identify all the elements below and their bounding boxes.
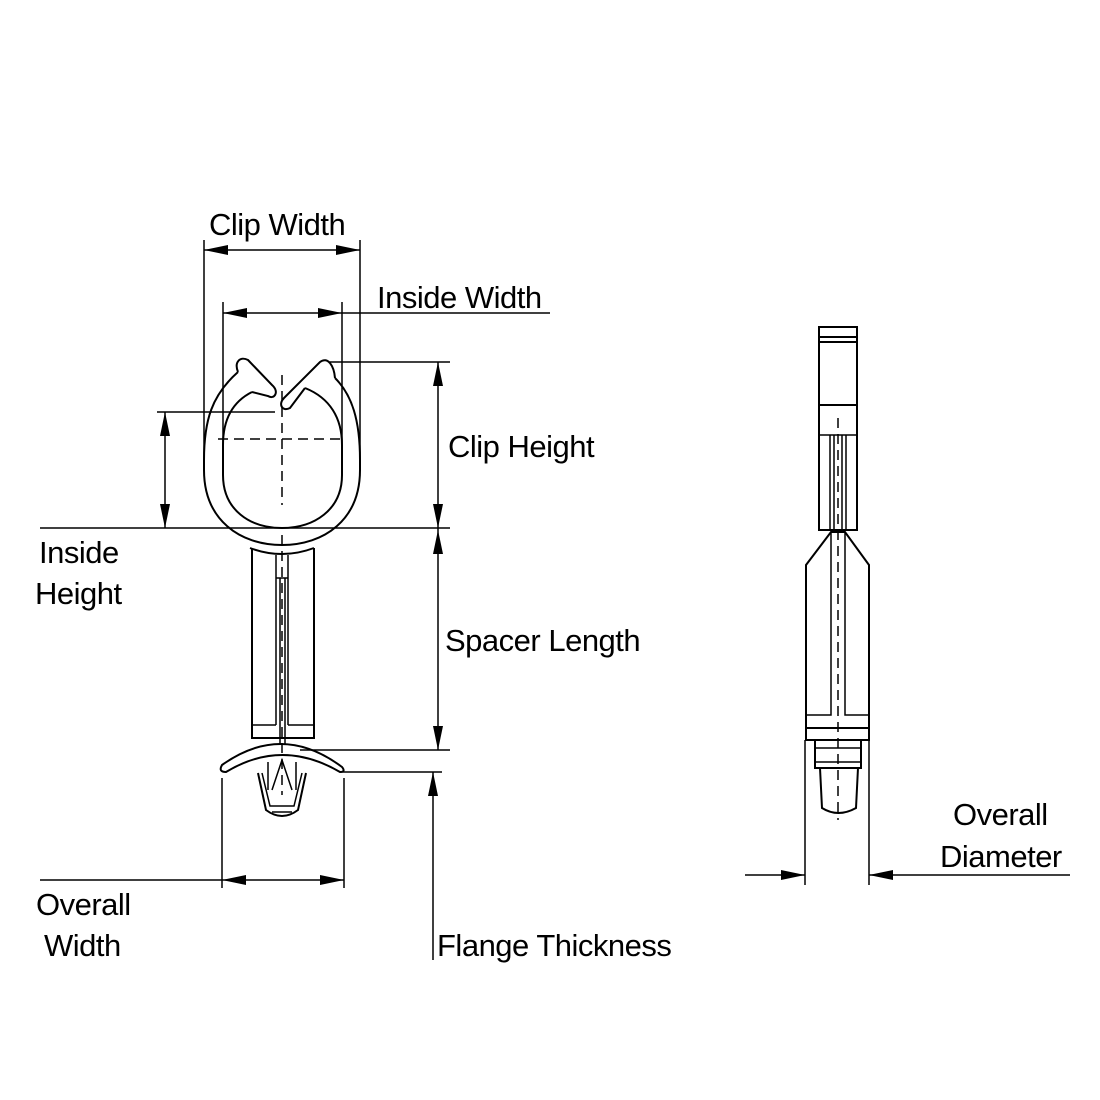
inside-width-dimension [222,302,550,450]
front-view-arrowhead [257,757,307,817]
overall-width-dimension [40,778,345,888]
inside-height-dimension [40,411,450,529]
overall-width-label-line1: Overall [36,887,131,922]
overall-width-label-line2: Width [44,928,121,963]
flange-thickness-dimension [340,771,442,960]
overall-diameter-dimension [745,740,1070,885]
side-view [805,326,870,820]
inside-width-label: Inside Width [377,280,542,315]
overall-diameter-label-line1: Overall [953,797,1048,832]
spacer-length-dimension [300,528,450,751]
clip-height-label: Clip Height [448,429,595,464]
clip-width-dimension [203,240,361,470]
overall-diameter-label-line2: Diameter [940,839,1062,874]
spacer-length-label: Spacer Length [445,623,641,658]
inside-height-label-line2: Height [35,576,122,611]
inside-height-label-line1: Inside [39,535,119,570]
front-view-clip [203,357,361,795]
front-view-spacer [249,547,315,745]
clip-height-dimension [330,361,450,528]
clip-width-label: Clip Width [209,207,346,242]
flange-thickness-label: Flange Thickness [437,928,672,963]
